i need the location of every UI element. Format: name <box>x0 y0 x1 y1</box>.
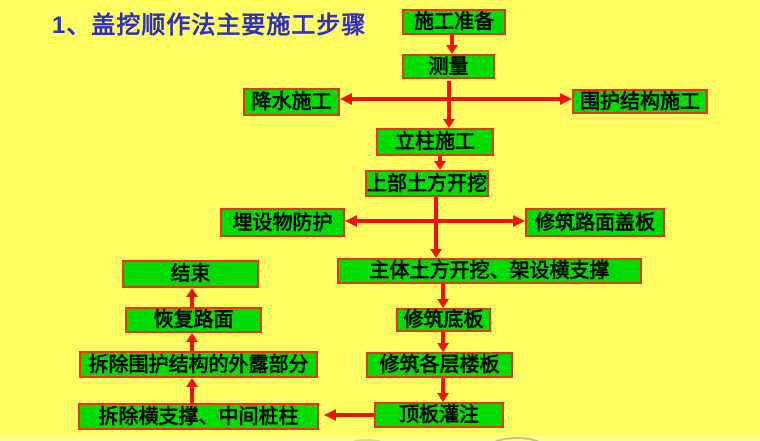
flow-node-remove-bracing-piles: 拆除横支撑、中间桩柱 <box>78 403 319 430</box>
arrow-upper-to-main-excavation <box>430 197 442 258</box>
arrow-base-to-floor-slabs <box>437 332 449 352</box>
flow-node-enclosure-construction: 围护结构施工 <box>572 89 708 114</box>
flow-node-roof-slab-pouring: 顶板灌注 <box>374 402 504 428</box>
flow-node-column-construction: 立柱施工 <box>376 128 494 156</box>
arrow-restore-road-to-end <box>186 288 198 307</box>
arrow-roof-to-remove-bracing <box>324 409 374 421</box>
arrow-branch-dewatering-enclosure <box>340 93 572 105</box>
flow-node-road-deck-slab: 修筑路面盖板 <box>525 208 665 237</box>
bottom-edge-strip <box>0 436 760 441</box>
page-title: 1、盖挖顺作法主要施工步骤 <box>52 11 367 39</box>
flow-node-floor-slabs: 修筑各层楼板 <box>366 352 513 378</box>
arrow-main-to-base-slab <box>437 284 449 308</box>
flow-node-construction-prep: 施工准备 <box>402 9 506 35</box>
arrow-remove-enclosure-to-restore-road <box>186 333 198 351</box>
arrow-floor-to-roof-pouring <box>437 378 449 402</box>
flow-node-remove-exposed-enclosure: 拆除围护结构的外露部分 <box>79 351 318 378</box>
arrow-remove-bracing-to-remove-enclosure <box>186 378 198 403</box>
flow-node-restore-road: 恢复路面 <box>125 307 262 333</box>
arrow-prep-to-survey <box>446 35 458 54</box>
flow-node-base-slab: 修筑底板 <box>396 308 491 332</box>
flow-node-upper-excavation: 上部土方开挖 <box>365 170 489 197</box>
arrow-branch-protection-roadslab <box>345 215 525 227</box>
flow-node-buried-utilities-protection: 埋设物防护 <box>220 208 345 237</box>
flow-node-dewatering: 降水施工 <box>243 88 340 116</box>
flow-node-main-excavation-bracing: 主体土方开挖、架设横支撑 <box>337 258 642 284</box>
arrow-survey-to-column <box>443 81 455 128</box>
flow-node-survey: 测量 <box>402 54 495 79</box>
arrow-column-to-upper-excavation <box>434 156 446 170</box>
flow-node-end: 结束 <box>122 260 259 288</box>
